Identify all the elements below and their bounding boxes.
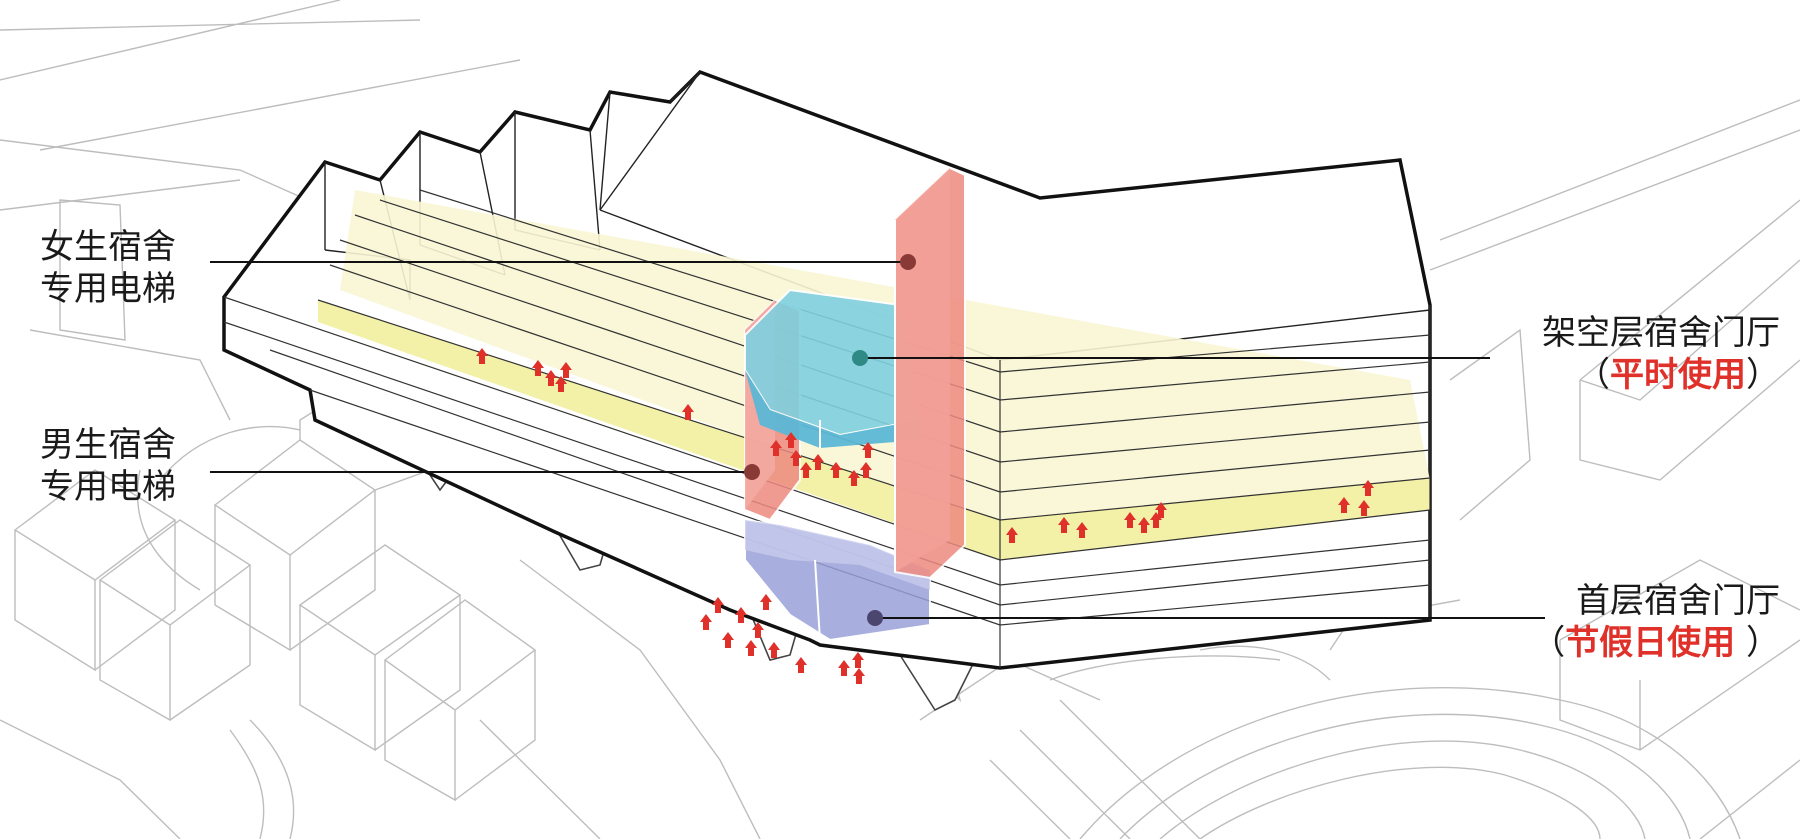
paren-close: ） bbox=[1746, 355, 1780, 395]
label-male-elevator: 男生宿舍 专用电梯 bbox=[40, 424, 176, 508]
leader-dot-icon bbox=[867, 610, 883, 626]
label-ground-line1: 首层宿舍门厅 bbox=[1576, 581, 1780, 621]
ground-lobby-volume bbox=[744, 518, 931, 642]
label-ground-note: （节假日使用 ） bbox=[1531, 622, 1780, 664]
paren-open: （ bbox=[1576, 355, 1610, 395]
leader-dot-icon bbox=[900, 254, 916, 270]
leader-lines bbox=[210, 261, 1545, 619]
paren-open: （ bbox=[1531, 623, 1566, 663]
label-ground-usage: 节假日使用 bbox=[1565, 623, 1736, 663]
label-pilotis-lobby: 架空层宿舍门厅 （平时使用） bbox=[1542, 312, 1780, 396]
label-male-line1: 男生宿舍 bbox=[40, 425, 176, 465]
leader-dots bbox=[744, 254, 916, 626]
label-female-line2: 专用电梯 bbox=[40, 269, 176, 309]
leader-dot-icon bbox=[744, 464, 760, 480]
people-flow-arrows bbox=[476, 348, 1374, 684]
label-male-line2: 专用电梯 bbox=[40, 467, 176, 507]
label-female-line1: 女生宿舍 bbox=[40, 227, 176, 267]
paren-close: ） bbox=[1735, 623, 1780, 663]
pilotis-lobby-volume bbox=[744, 288, 922, 448]
label-ground-lobby: 首层宿舍门厅 （节假日使用 ） bbox=[1531, 580, 1780, 664]
female-elevator-core bbox=[894, 166, 966, 580]
label-pilotis-usage: 平时使用 bbox=[1610, 355, 1746, 395]
label-pilotis-line1: 架空层宿舍门厅 bbox=[1542, 313, 1780, 353]
label-female-elevator: 女生宿舍 专用电梯 bbox=[40, 226, 176, 310]
leader-dot-icon bbox=[852, 350, 868, 366]
person-arrow-icon bbox=[476, 348, 1374, 684]
label-pilotis-note: （平时使用） bbox=[1542, 354, 1780, 396]
